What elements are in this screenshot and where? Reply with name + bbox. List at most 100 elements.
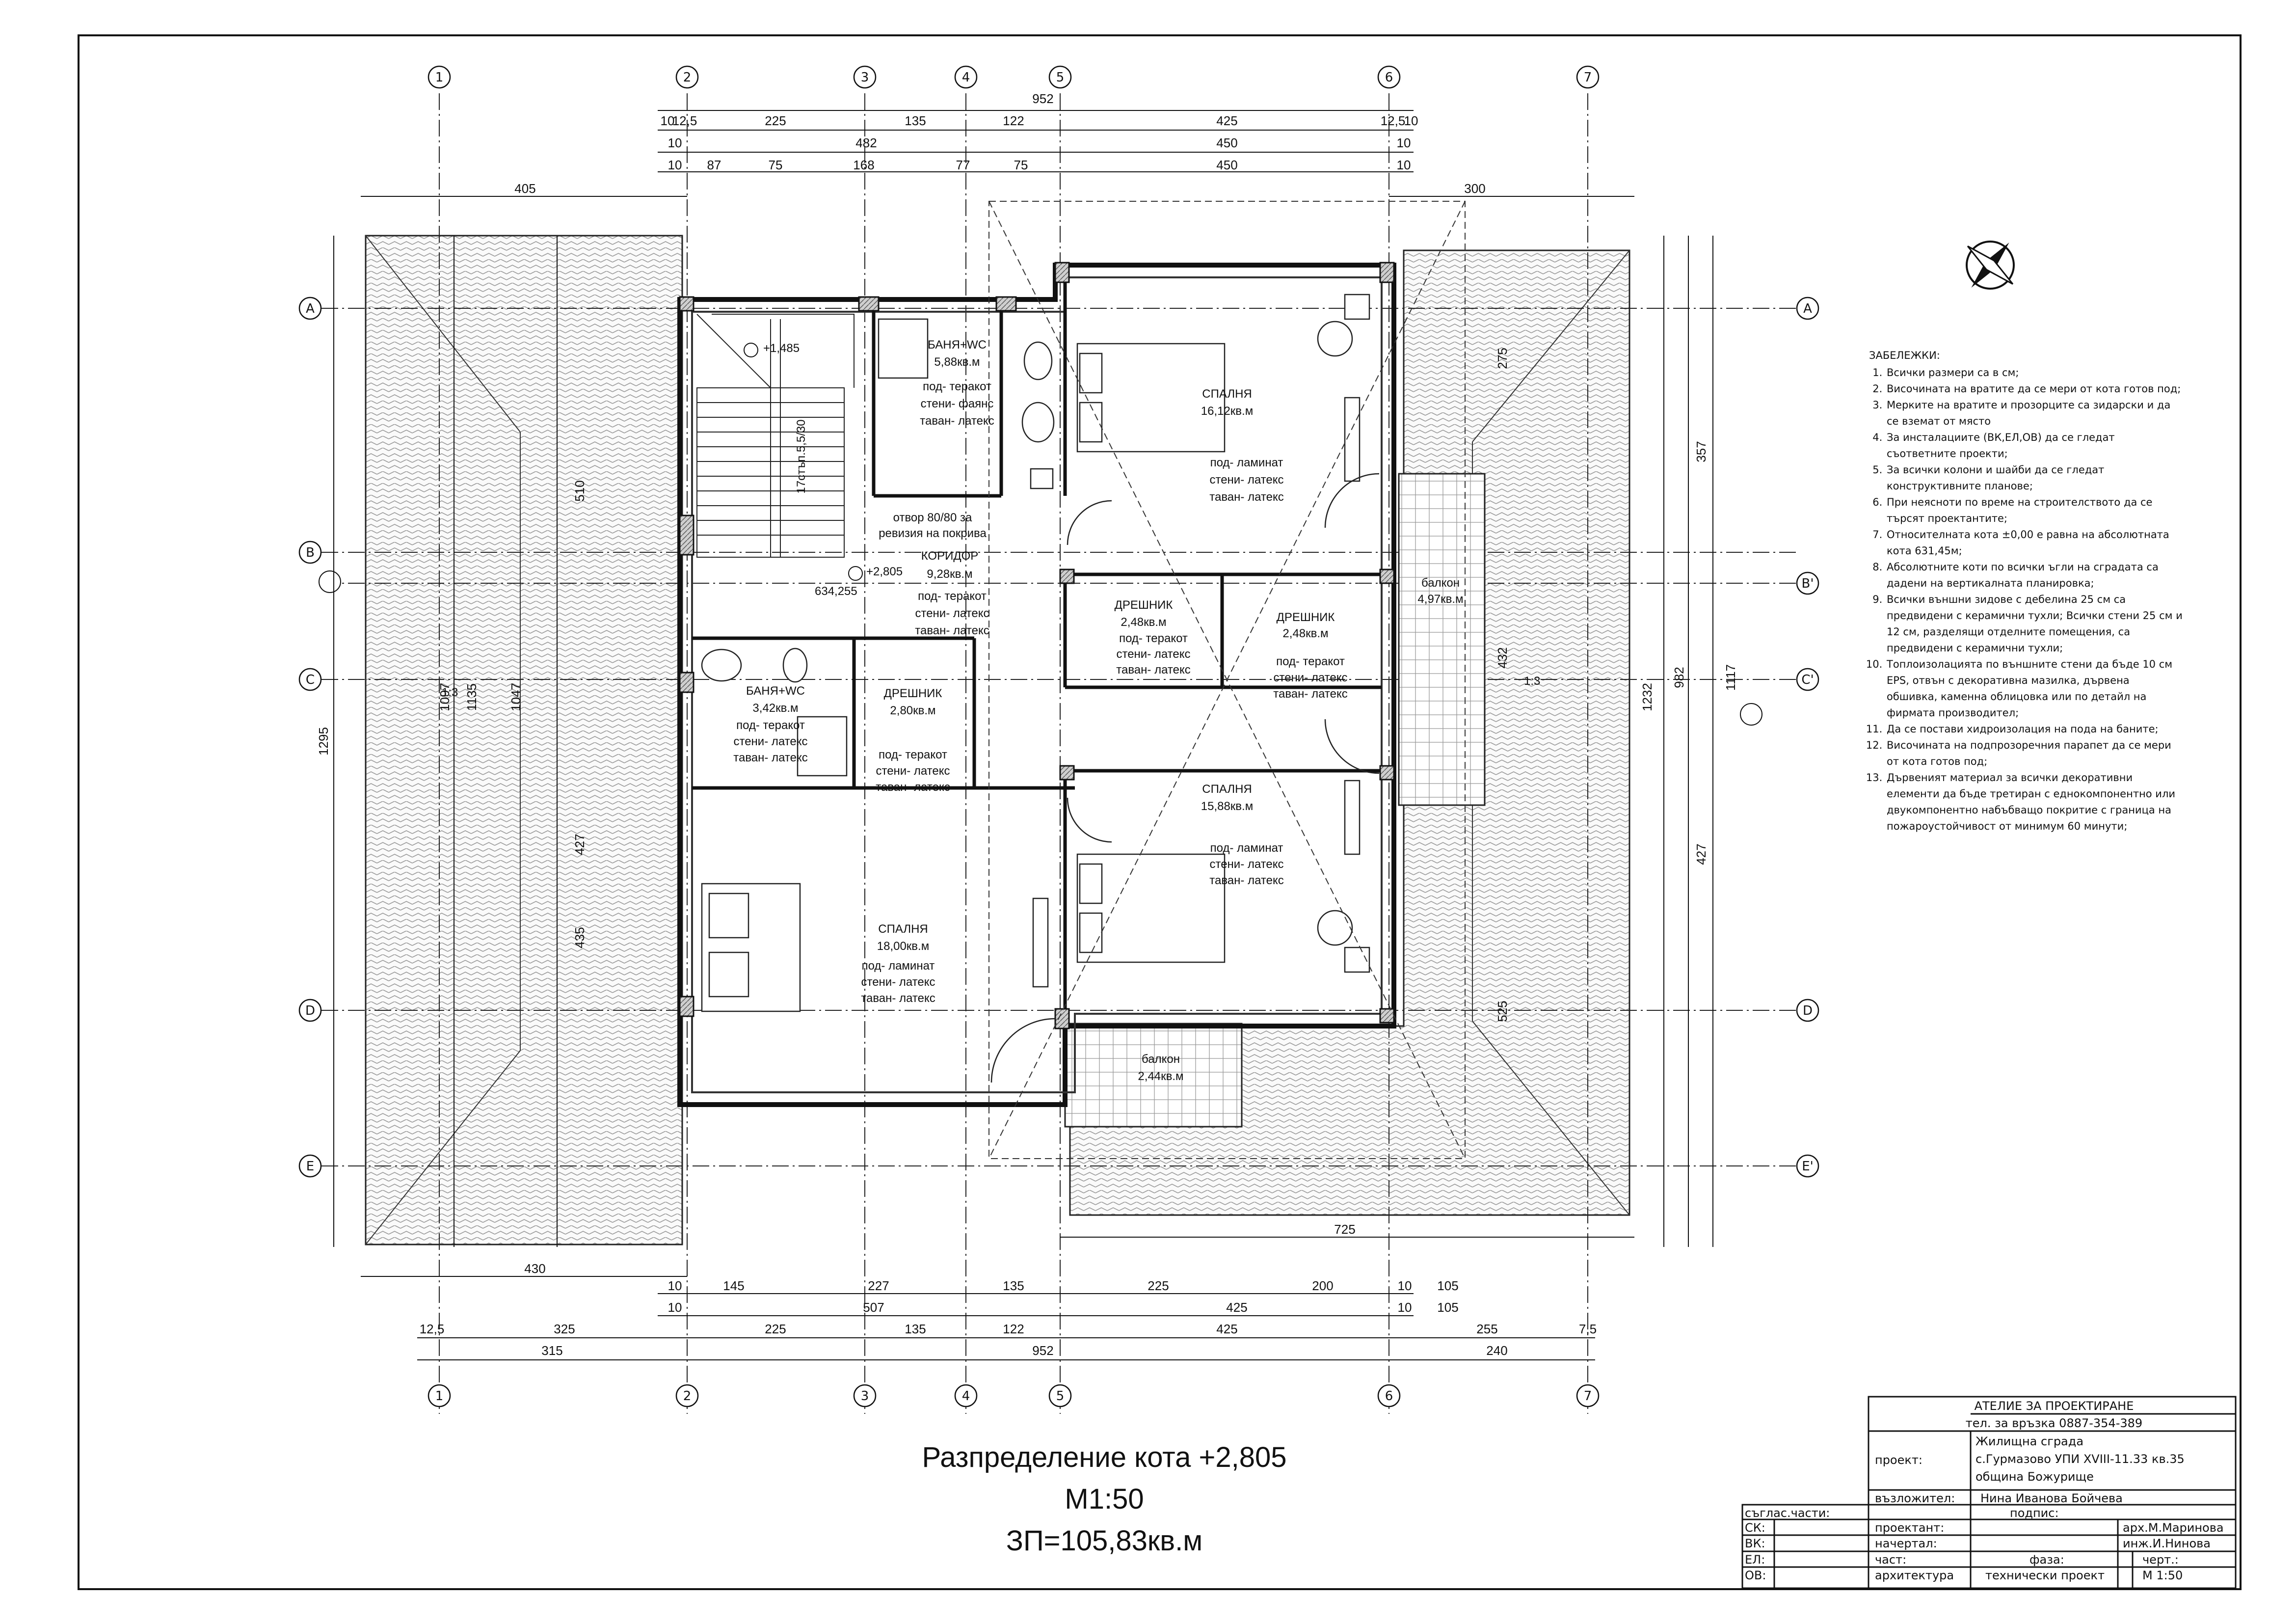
dim-right: 1117 <box>1723 664 1738 691</box>
vertical-dimension-texts: 1295 1097 1135 1047 510 427 435 1232 982… <box>316 348 1738 1022</box>
room-finish: стени- латекс <box>1209 473 1283 487</box>
dimension-texts: 952 10 12,5 225 135 122 425 12,5 10 10 4… <box>420 91 1597 1358</box>
room-area: 2,44кв.м <box>1138 1070 1183 1083</box>
firm-phone: тел. за връзка 0887-354-389 <box>1965 1416 2143 1430</box>
room-area: 2,48кв.м <box>1121 616 1166 629</box>
dim-top: 75 <box>769 158 783 172</box>
note-item: Топлоизолацията по външните стени да бъд… <box>1886 656 2183 721</box>
drawing-title: Разпределение кота +2,805 <box>922 1441 1287 1473</box>
bed-west <box>701 883 801 1012</box>
part-sk: СК: <box>1745 1521 1765 1535</box>
axis-grid <box>321 93 1796 1414</box>
axis-label-e-prime: E' <box>1802 1159 1814 1174</box>
opening-note: ревизия на покрива <box>879 527 987 540</box>
slope-note: 1:3 <box>1524 675 1540 688</box>
client-name: Нина Иванова Бойчева <box>1980 1491 2123 1505</box>
dim-top: 225 <box>765 113 786 128</box>
part-vk: ВК: <box>1745 1537 1765 1550</box>
room-finish: таван- латекс <box>915 624 989 637</box>
dim-top: 10 <box>668 158 682 172</box>
roof-left <box>365 235 683 1245</box>
dim-right: 427 <box>1694 843 1709 865</box>
dim-top: 135 <box>905 113 926 128</box>
note-item: Мерките на вратите и прозорците са зидар… <box>1886 397 2183 430</box>
note-item: Всички външни зидове с дебелина 25 см са… <box>1886 592 2183 656</box>
drafter-label: начертал: <box>1875 1537 1937 1550</box>
project-label: проект: <box>1875 1453 1922 1467</box>
dim-left: 1047 <box>508 683 523 711</box>
dim-bottom: 240 <box>1486 1343 1507 1358</box>
sheet-scale: М 1:50 <box>2142 1569 2183 1582</box>
drawing-area: ЗП=105,83кв.м <box>1006 1525 1203 1557</box>
room-name: балкон <box>1142 1053 1180 1066</box>
structural-columns <box>679 262 1395 1029</box>
client-label: възложител: <box>1875 1491 1955 1505</box>
dim-left: 435 <box>572 927 587 948</box>
room-finish: таван- латекс <box>733 751 807 764</box>
room-area: 18,00кв.м <box>877 940 929 953</box>
dim-top: 10 <box>668 135 682 150</box>
room-finish: таван- латекс <box>861 992 935 1005</box>
part-el: ЕЛ: <box>1745 1553 1765 1567</box>
room-finish: стени- фаянс <box>921 397 994 410</box>
axis-label-3-bottom: 3 <box>861 1389 869 1404</box>
dim-bottom: 10 <box>1398 1300 1412 1315</box>
dim-right: 357 <box>1694 441 1709 462</box>
title-block-grid <box>1741 1396 2237 1589</box>
dim-right-total: 1232 <box>1640 683 1655 711</box>
bed-north <box>1076 343 1226 453</box>
axis-label-5: 5 <box>1056 70 1065 85</box>
firm-name: АТЕЛИЕ ЗА ПРОЕКТИРАНЕ <box>1974 1399 2134 1413</box>
room-finish: под- теракот <box>918 590 987 603</box>
room-name: ДРЕШНИК <box>1277 611 1335 624</box>
slab-opening-lines <box>988 201 1466 1159</box>
sheet-frame <box>78 34 2242 1590</box>
dim-top: 10 <box>1404 113 1418 128</box>
dim-top: 10 <box>1397 158 1411 172</box>
room-area: 5,88кв.м <box>934 355 980 369</box>
note-item: За инсталациите (ВК,ЕЛ,ОВ) да се гледат … <box>1886 430 2183 462</box>
room-finish: таван- латекс <box>920 414 994 428</box>
axis-label-1: 1 <box>435 70 444 85</box>
dim-eave: 725 <box>1334 1222 1355 1237</box>
axis-label-2: 2 <box>683 70 692 85</box>
annotations: +1,485 +2,805 634,255 отвор 80/80 за рев… <box>442 342 1540 699</box>
dim-left: 427 <box>572 834 587 855</box>
room-name: СПАЛНЯ <box>1202 783 1252 796</box>
dim-top: 168 <box>853 158 874 172</box>
room-name: балкон <box>1421 576 1460 590</box>
exterior-walls <box>677 263 1396 1107</box>
room-finish: стени- латекс <box>1116 648 1190 661</box>
bathroom-fixtures <box>701 318 1055 777</box>
dim-eave: 300 <box>1464 181 1485 196</box>
dim-bottom: 122 <box>1003 1322 1024 1336</box>
dim-bottom: 12,5 <box>420 1322 445 1336</box>
axis-label-a-right: A <box>1803 301 1812 316</box>
room-labels: БАНЯ+WC 5,88кв.м под- теракот стени- фая… <box>733 338 1463 1083</box>
room-area: 16,12кв.м <box>1201 405 1253 418</box>
note-item: Височината на подпрозоречния парапет да … <box>1886 737 2183 770</box>
dim-right: 982 <box>1672 667 1686 688</box>
dim-bottom: 227 <box>868 1278 889 1293</box>
dim-bottom: 225 <box>765 1322 786 1336</box>
designer-name: арх.М.Маринова <box>2123 1521 2224 1535</box>
room-name: ДРЕШНИК <box>1115 598 1173 612</box>
dim-top: 77 <box>956 158 970 172</box>
dim-bottom-total: 952 <box>1032 1343 1053 1358</box>
note-item: Относителната кота ±0,00 е равна на абсо… <box>1886 527 2183 559</box>
room-name: БАНЯ+WC <box>928 338 987 352</box>
interior-walls <box>692 277 1382 1014</box>
dim-bottom: 225 <box>1148 1278 1169 1293</box>
room-finish: таван- латекс <box>1116 663 1190 677</box>
staircase <box>696 314 854 558</box>
note-item: Да се постави хидроизолация на пода на б… <box>1886 721 2183 737</box>
dim-bottom: 105 <box>1437 1300 1458 1315</box>
desk-chairs <box>1032 294 1370 988</box>
axis-label-6-bottom: 6 <box>1385 1389 1393 1404</box>
room-finish: таван- латекс <box>876 781 950 794</box>
room-name: КОРИДОР <box>921 549 979 563</box>
note-item: Дървеният материал за всички декоративни… <box>1886 770 2183 835</box>
sign-label: подпис: <box>2010 1506 2059 1520</box>
dim-bottom: 135 <box>905 1322 926 1336</box>
